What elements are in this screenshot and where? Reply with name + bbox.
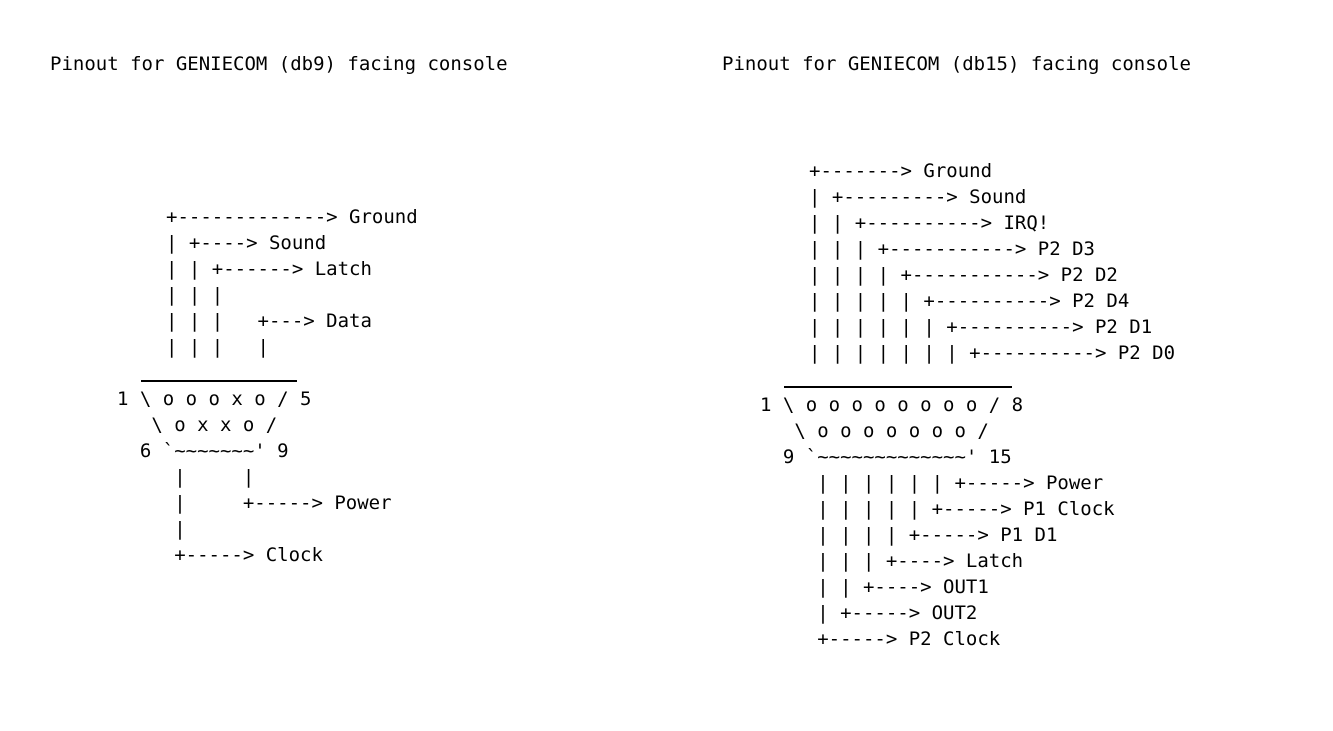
db15-wire-labels: +-------> Ground | +---------> Sound | |… [809,160,1176,364]
db9-wire-labels: +-------------> Ground | +----> Sound | … [166,206,418,358]
db15-connector-overline [784,386,1012,388]
db9-connector-and-bottom-pins: 1 \ o o o x o / 5 \ o x x o / 6 `~~~~~~~… [117,388,392,566]
db9-title: Pinout for GENIECOM (db9) facing console [50,53,508,75]
db9-pinout-panel: Pinout for GENIECOM (db9) facing console… [0,0,660,731]
db9-connector-overline [141,380,297,382]
db15-connector-and-bottom-pins: 1 \ o o o o o o o o / 8 \ o o o o o o o … [760,394,1115,650]
db15-title: Pinout for GENIECOM (db15) facing consol… [722,53,1191,75]
